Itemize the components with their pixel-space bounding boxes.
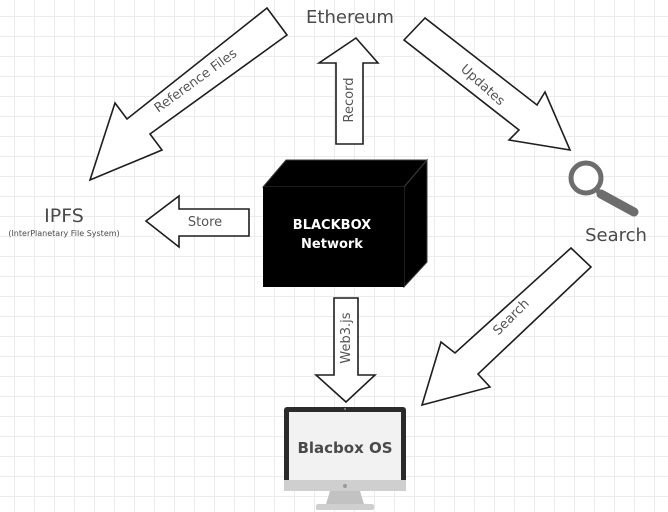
arrow-reference-files: Reference Files (88, 6, 289, 182)
arrow-store-label: Store (188, 215, 222, 230)
blackbox-os-label: Blacbox OS (297, 439, 392, 457)
magnifier-icon (568, 160, 639, 217)
arrow-updates: Updates (402, 16, 572, 152)
arrow-search: Search (420, 246, 593, 407)
blackbox-subtitle: Network (301, 237, 363, 252)
search-node: Search (568, 160, 647, 246)
ipfs-title: IPFS (44, 205, 84, 227)
arrow-record: Record (316, 36, 380, 145)
arrow-store: Store (144, 194, 250, 249)
search-label: Search (585, 225, 647, 246)
ethereum-label: Ethereum (306, 7, 394, 28)
arrow-web3: Web3.js (313, 297, 378, 404)
blackbox-title: BLACKBOX (293, 218, 371, 233)
arrow-record-label: Record (342, 78, 357, 123)
arrow-reference-files-label: Reference Files (152, 46, 240, 116)
arrow-web3-label: Web3.js (339, 312, 354, 363)
ipfs-subtitle: (InterPlanetary File System) (8, 229, 119, 238)
ipfs-node: IPFS (InterPlanetary File System) (8, 205, 119, 238)
monitor-icon: Blacbox OS (284, 407, 406, 510)
blackbox-network-cube: BLACKBOX Network (261, 158, 429, 289)
